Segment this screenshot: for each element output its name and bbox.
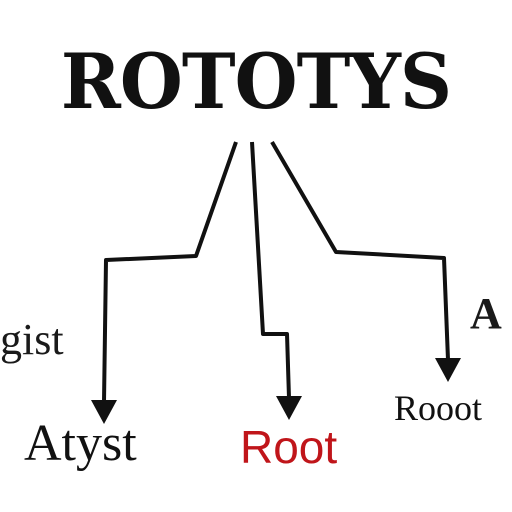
connector-center xyxy=(250,141,291,399)
connector-right xyxy=(270,140,450,361)
label-bottom-right: Rooot xyxy=(394,388,483,428)
label-bottom-center: Root xyxy=(240,421,338,473)
label-bottom-left: Atyst xyxy=(24,415,137,472)
arrowhead-center-icon xyxy=(276,396,302,420)
label-left: gist xyxy=(0,315,64,364)
label-right-upper: A xyxy=(470,289,502,338)
connector-left xyxy=(102,141,238,403)
arrowhead-left-icon xyxy=(91,400,117,424)
diagram-title: ROTOTYS xyxy=(60,37,452,126)
arrowhead-right-icon xyxy=(435,358,461,382)
